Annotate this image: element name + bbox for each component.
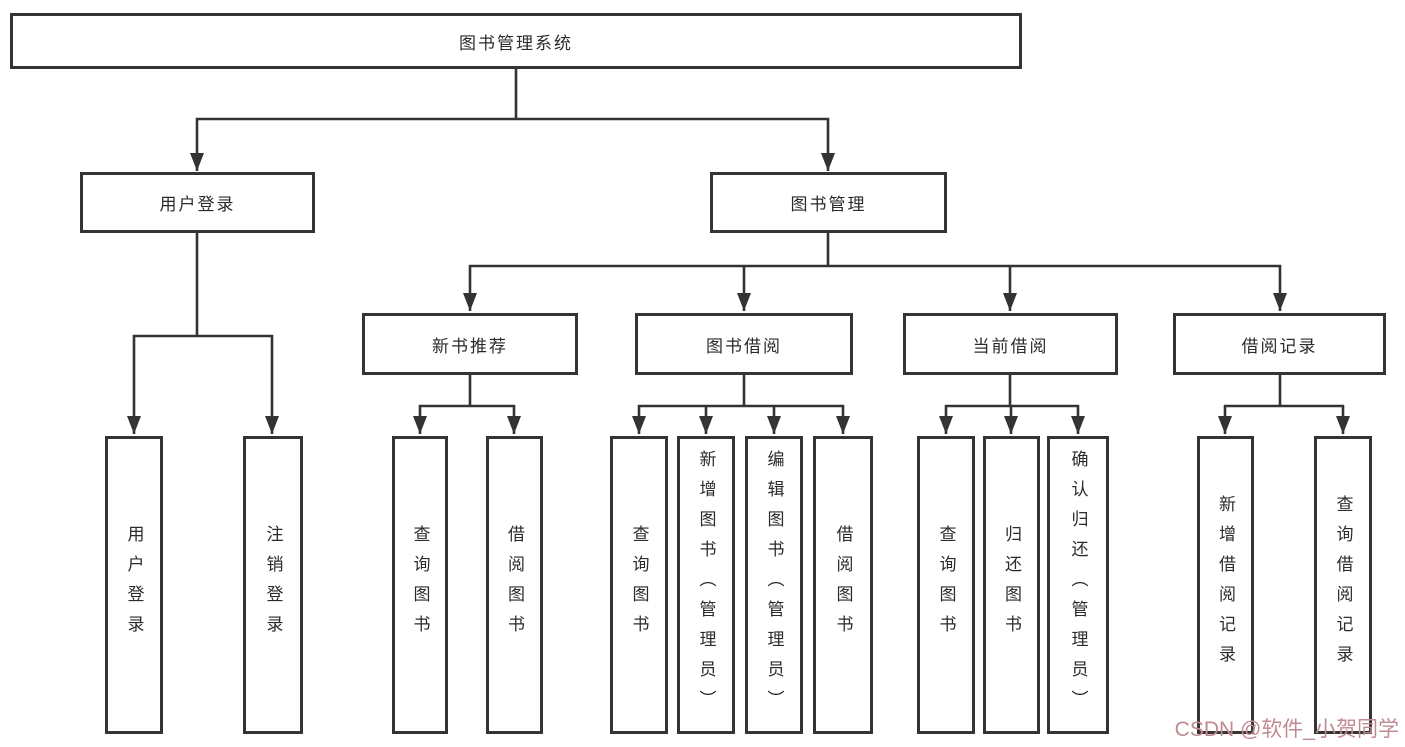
node-current-borrowing: 当前借阅 (903, 313, 1118, 375)
leaf-borrow-borrow-books-label: 借阅图书 (833, 525, 853, 645)
leaf-borrow-add-books-admin: 新增图书（管理员） (677, 436, 735, 734)
node-current-borrowing-label: 当前借阅 (972, 336, 1049, 356)
leaf-current-confirm-return-admin-label: 确认归还（管理员） (1068, 450, 1088, 720)
leaf-logout: 注销登录 (243, 436, 303, 734)
leaf-borrow-add-books-admin-label: 新增图书（管理员） (696, 450, 716, 720)
node-borrowing-records: 借阅记录 (1173, 313, 1386, 375)
leaf-borrow-query-books-label: 查询图书 (629, 525, 649, 645)
node-book-management-label: 图书管理 (790, 195, 867, 214)
leaf-current-return-books: 归还图书 (983, 436, 1040, 734)
node-root-label: 图书管理系统 (459, 33, 573, 53)
leaf-newbook-borrow-books: 借阅图书 (486, 436, 543, 734)
node-user-login-label: 用户登录 (159, 195, 236, 214)
node-book-borrowing-label: 图书借阅 (706, 336, 782, 356)
leaf-records-add-record: 新增借阅记录 (1197, 436, 1254, 734)
leaf-user-login-label: 用户登录 (124, 525, 144, 645)
leaf-user-login: 用户登录 (105, 436, 163, 734)
leaf-logout-label: 注销登录 (263, 525, 283, 645)
leaf-records-query-record-label: 查询借阅记录 (1333, 495, 1353, 675)
leaf-borrow-query-books: 查询图书 (610, 436, 668, 734)
node-new-book-recommend: 新书推荐 (362, 313, 578, 375)
node-new-book-recommend-label: 新书推荐 (432, 336, 508, 356)
node-user-login: 用户登录 (80, 172, 315, 233)
node-book-management: 图书管理 (710, 172, 947, 233)
leaf-records-query-record: 查询借阅记录 (1314, 436, 1372, 734)
csdn-watermark: CSDN @软件_小贺同学 (1174, 718, 1399, 741)
leaf-current-query-books: 查询图书 (917, 436, 975, 734)
node-book-borrowing: 图书借阅 (635, 313, 853, 375)
node-root: 图书管理系统 (10, 13, 1022, 69)
leaf-records-add-record-label: 新增借阅记录 (1216, 495, 1235, 675)
leaf-current-return-books-label: 归还图书 (1002, 525, 1021, 645)
leaf-newbook-borrow-books-label: 借阅图书 (505, 525, 524, 645)
node-borrowing-records-label: 借阅记录 (1241, 336, 1318, 356)
leaf-current-confirm-return-admin: 确认归还（管理员） (1047, 436, 1109, 734)
leaf-current-query-books-label: 查询图书 (936, 525, 956, 645)
leaf-borrow-edit-books-admin-label: 编辑图书（管理员） (764, 450, 784, 720)
leaf-newbook-query-books-label: 查询图书 (410, 525, 430, 645)
leaf-borrow-edit-books-admin: 编辑图书（管理员） (745, 436, 803, 734)
leaf-borrow-borrow-books: 借阅图书 (813, 436, 873, 734)
leaf-newbook-query-books: 查询图书 (392, 436, 448, 734)
